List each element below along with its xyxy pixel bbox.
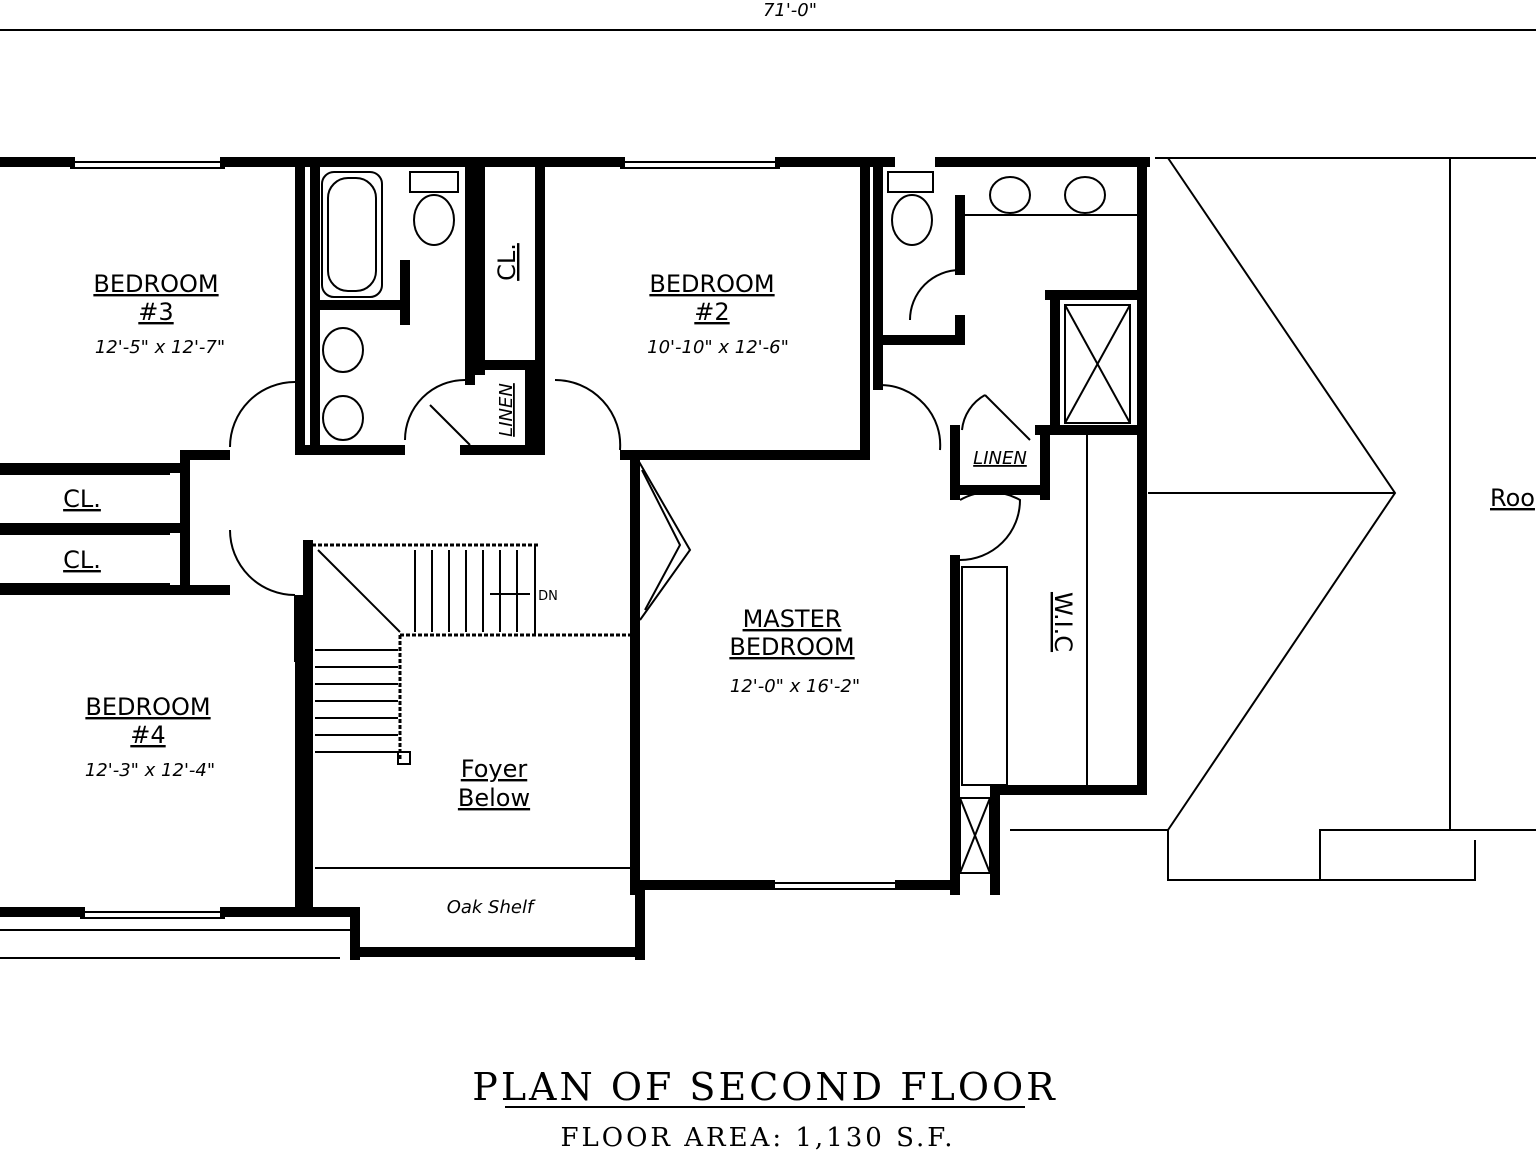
roof-label: Roo: [1490, 484, 1535, 512]
bedroom4-name: BEDROOM: [85, 693, 210, 721]
plan-title: PLAN OF SECOND FLOOR: [472, 1065, 1058, 1109]
closet-upper-label: CL.: [493, 243, 521, 281]
linen1-label: LINEN: [496, 383, 517, 437]
foyer-line2: Below: [458, 784, 530, 812]
bedroom2-size: 10'-10" x 12'-6": [647, 337, 789, 358]
closet-left2-label: CL.: [63, 546, 101, 574]
oak-shelf-label: Oak Shelf: [447, 897, 536, 918]
roof-outline: [1010, 157, 1536, 881]
fixtures: [321, 171, 1131, 441]
closet-left1-label: CL.: [63, 485, 101, 513]
shower-icon: [1064, 304, 1131, 424]
sink-icon: [1064, 176, 1106, 214]
floor-area: FLOOR AREA: 1,130 S.F.: [560, 1123, 955, 1152]
sink-icon: [989, 176, 1031, 214]
bedroom3-number: #3: [138, 298, 173, 326]
sink-icon: [322, 395, 364, 441]
bedroom2-name: BEDROOM: [649, 270, 774, 298]
bedroom3-size: 12'-5" x 12'-7": [95, 337, 225, 358]
master-name-line1: MASTER: [743, 605, 842, 633]
master-size: 12'-0" x 16'-2": [730, 676, 860, 697]
sink-icon: [322, 327, 364, 373]
walls: [0, 157, 1150, 960]
linen2-label: LINEN: [973, 448, 1027, 469]
dimension-label: 71'-0": [763, 0, 817, 21]
foyer-line1: Foyer: [461, 755, 528, 783]
bedroom4-size: 12'-3" x 12'-4": [85, 760, 215, 781]
stair-treads: [315, 550, 518, 753]
wic-label: W.I.C: [1049, 592, 1077, 652]
bedroom3-name: BEDROOM: [93, 270, 218, 298]
toilet-icon: [409, 171, 459, 193]
toilet-icon: [887, 171, 934, 193]
stair-down-label: DN: [538, 589, 558, 604]
doors: [229, 230, 1139, 662]
bathtub-icon: [321, 171, 383, 298]
bedroom2-number: #2: [694, 298, 729, 326]
bedroom4-number: #4: [130, 721, 165, 749]
master-name-line2: BEDROOM: [729, 633, 854, 661]
